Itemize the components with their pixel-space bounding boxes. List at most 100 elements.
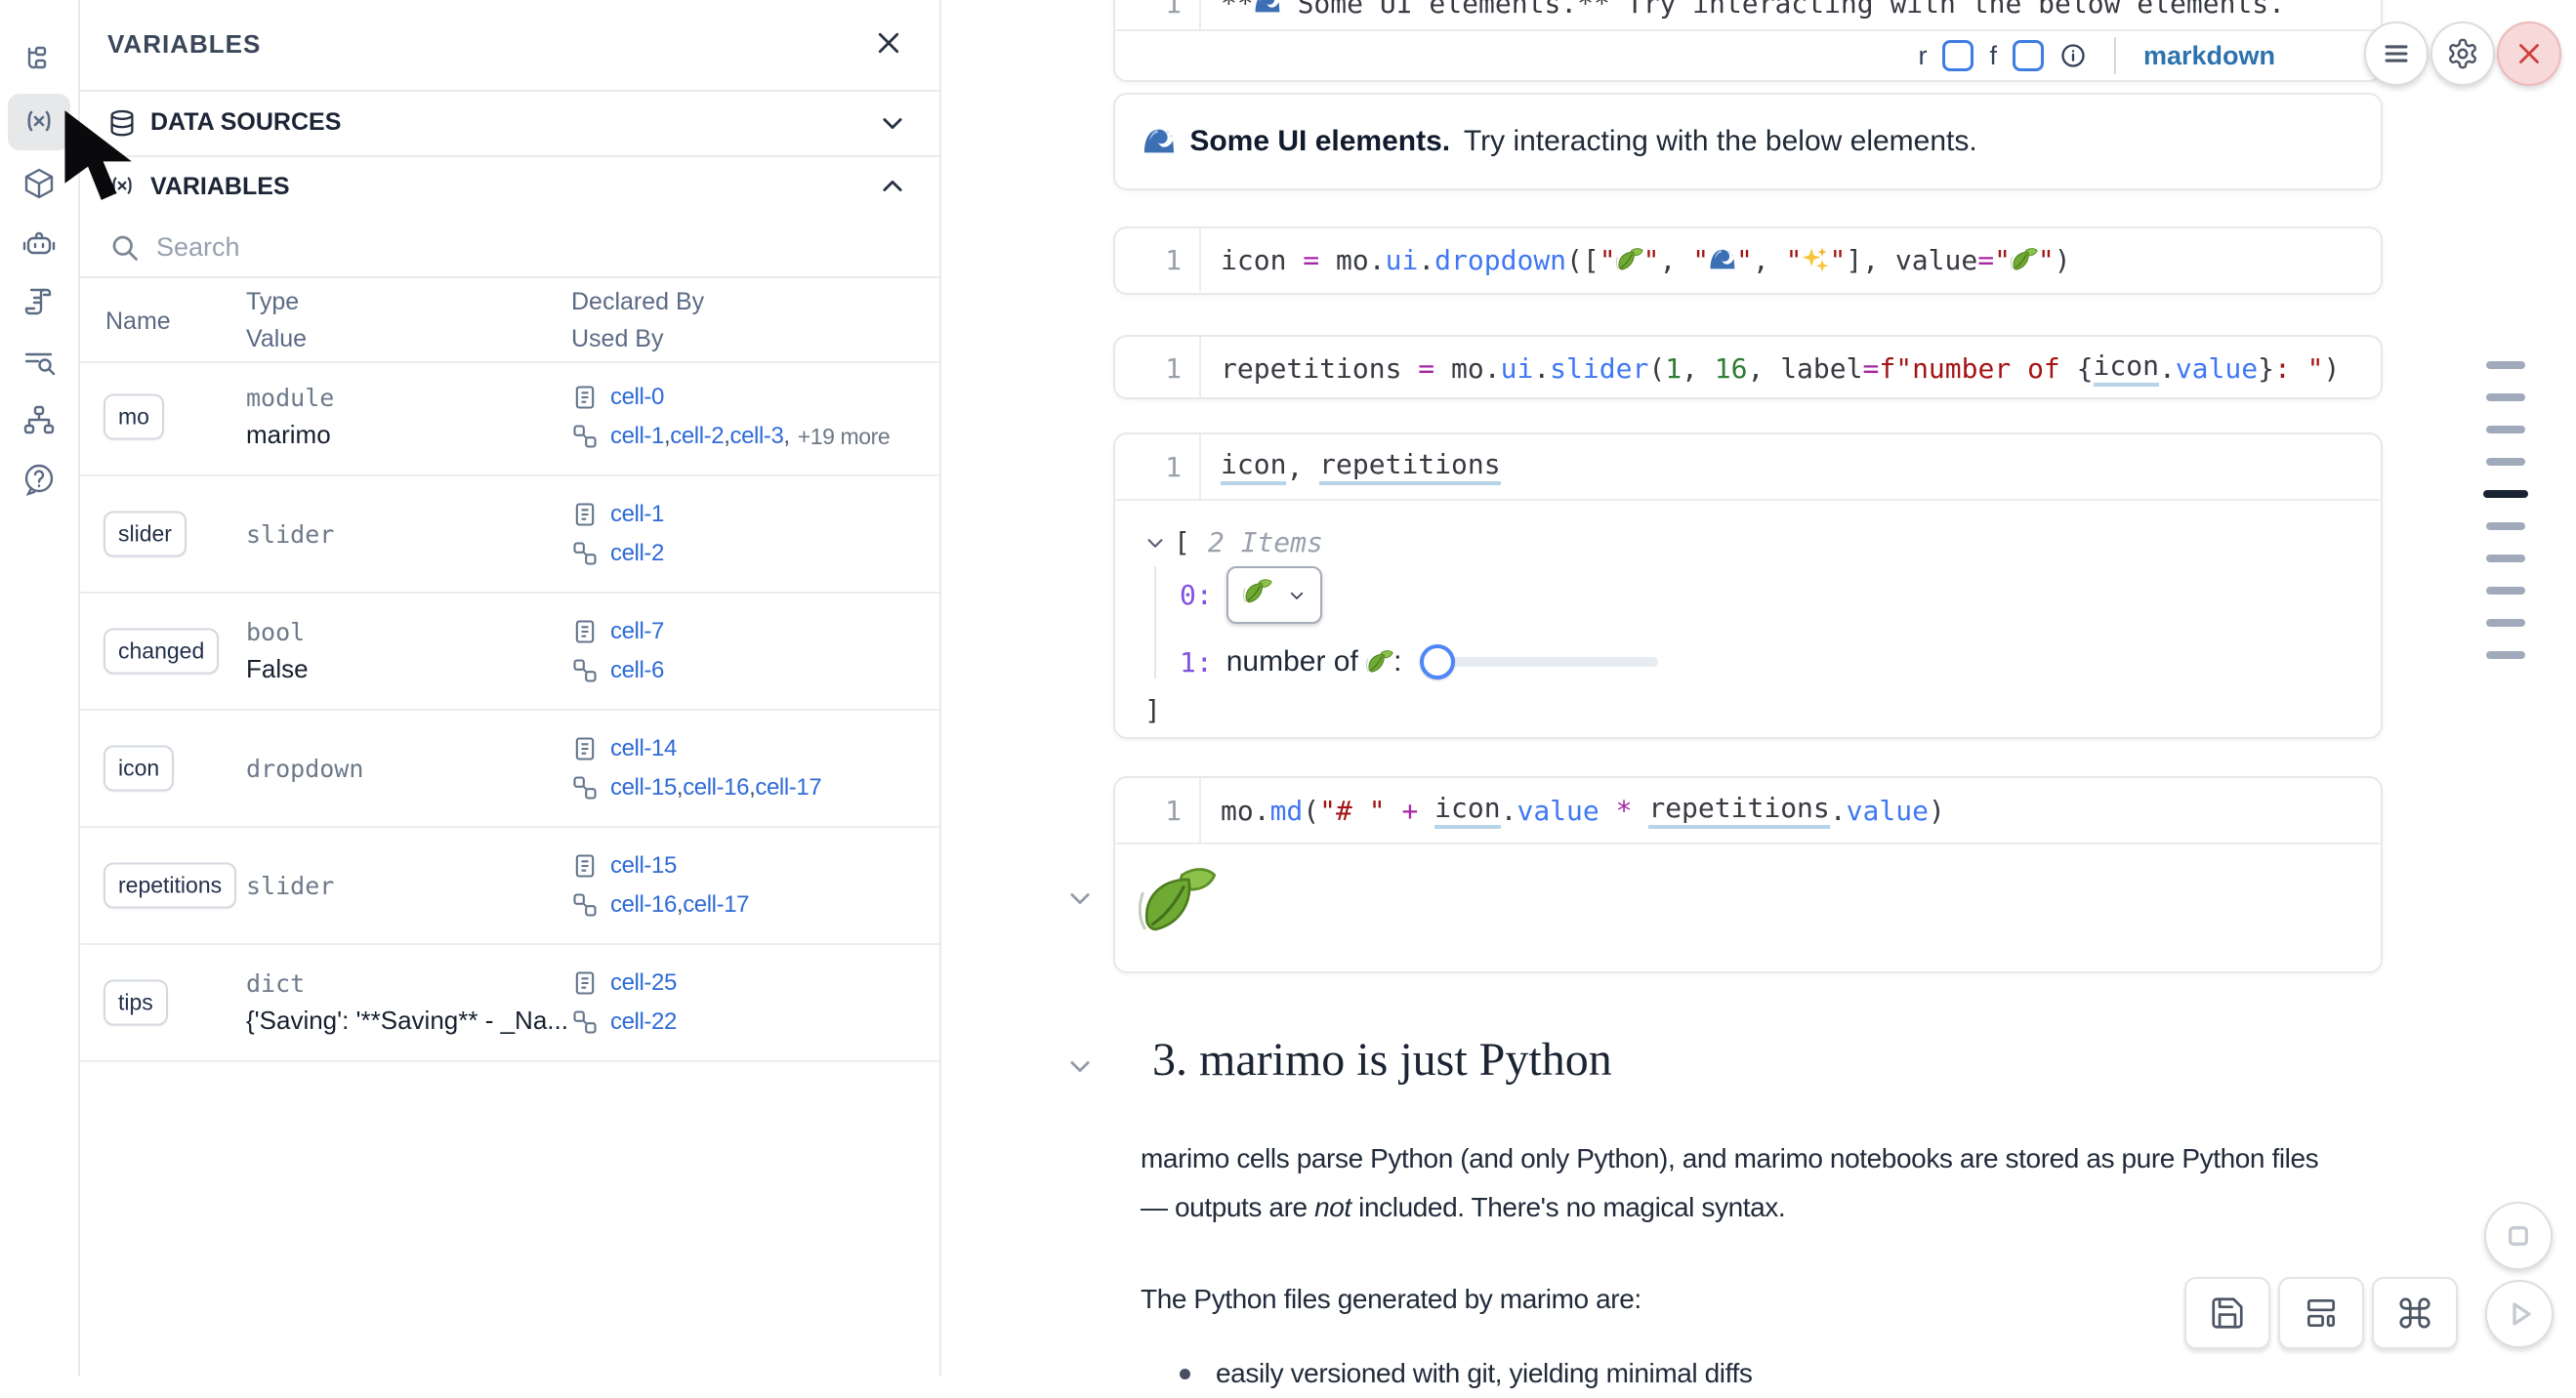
- command-palette-button[interactable]: [2372, 1277, 2458, 1349]
- section-variables[interactable]: VARIABLES: [80, 155, 939, 218]
- section-data-sources[interactable]: DATA SOURCES: [80, 90, 939, 157]
- minimap-dash[interactable]: [2486, 522, 2525, 530]
- md-bold-text: Some UI elements.: [1182, 125, 1451, 157]
- variable-type: dict: [246, 969, 306, 998]
- minimap-dash[interactable]: [2486, 426, 2525, 433]
- chevron-down-icon[interactable]: [879, 109, 906, 137]
- save-button[interactable]: [2184, 1277, 2270, 1349]
- declared-by-link[interactable]: cell-1: [610, 501, 664, 527]
- database-icon: [110, 109, 134, 136]
- dropdown-select[interactable]: [1226, 566, 1322, 624]
- more-cells-label[interactable]: +19 more: [797, 423, 891, 449]
- used-by-link[interactable]: cell-2: [610, 540, 664, 566]
- cell-collapse-chevron-icon[interactable]: [1066, 884, 1094, 912]
- code-line[interactable]: repetitions = mo.ui.slider(1, 16, label=…: [1201, 337, 2340, 399]
- code-cell-md-output[interactable]: 1 mo.md("# " + icon.value * repetitions.…: [1113, 776, 2383, 973]
- logs-search-icon[interactable]: [8, 334, 70, 391]
- ai-assistant-icon[interactable]: [8, 217, 70, 273]
- shutdown-button[interactable]: [2497, 21, 2561, 86]
- minimap-dash[interactable]: [2486, 555, 2525, 562]
- declared-by-link[interactable]: cell-15: [610, 852, 677, 879]
- code-line[interactable]: icon, repetitions: [1201, 434, 1501, 499]
- packages-icon[interactable]: [8, 156, 70, 213]
- sparkles-emoji-icon: [1802, 246, 1829, 273]
- used-by-link[interactable]: cell-1: [610, 423, 664, 449]
- chevron-up-icon[interactable]: [879, 173, 906, 200]
- close-panel-icon[interactable]: [871, 25, 906, 61]
- used-by-link[interactable]: cell-17: [755, 774, 822, 801]
- slider-thumb[interactable]: [1419, 644, 1455, 679]
- used-by-link[interactable]: cell-22: [610, 1008, 677, 1035]
- scratchpad-icon[interactable]: [8, 275, 70, 332]
- save-icon: [2212, 1297, 2243, 1329]
- command-icon: [2399, 1297, 2431, 1329]
- used-by-link[interactable]: cell-17: [683, 891, 750, 918]
- markdown-cell-editor[interactable]: 1 ** Some UI elements.** Try interacting…: [1113, 0, 2383, 82]
- leaf-emoji-icon: [2011, 246, 2038, 273]
- code-line[interactable]: ** Some UI elements.** Try interacting w…: [1201, 0, 2285, 29]
- used-by-link[interactable]: cell-6: [610, 657, 664, 683]
- reactive-checkbox[interactable]: [1942, 40, 1974, 71]
- minimap-dash[interactable]: [2486, 651, 2525, 659]
- code-cell-tuple[interactable]: 1 icon, repetitions [ 2 Items 0: 1: numb…: [1113, 432, 2383, 739]
- layout-toggle-button[interactable]: [2278, 1277, 2364, 1349]
- minimap-dash[interactable]: [2486, 619, 2525, 627]
- used-by-link[interactable]: cell-15: [610, 774, 677, 801]
- variable-type: module: [246, 384, 335, 412]
- bullet-dot: [1180, 1368, 1190, 1379]
- layout-icon: [2306, 1298, 2336, 1328]
- used-by-link[interactable]: cell-2: [670, 423, 725, 449]
- item-index: 1:: [1180, 645, 1213, 678]
- notebook-menu-button[interactable]: [2364, 21, 2429, 86]
- icon-rail: [0, 0, 80, 1377]
- section-collapse-chevron-icon[interactable]: [1066, 1052, 1094, 1080]
- italic-text: not: [1314, 1192, 1351, 1222]
- dependency-graph-icon[interactable]: [8, 392, 70, 449]
- used-by-link[interactable]: cell-16: [683, 774, 750, 801]
- code-cell-slider[interactable]: 1 repetitions = mo.ui.slider(1, 16, labe…: [1113, 335, 2383, 399]
- used-by-link[interactable]: cell-16: [610, 891, 677, 918]
- declared-by-link[interactable]: cell-14: [610, 735, 677, 761]
- minimap-dash-active[interactable]: [2483, 490, 2528, 498]
- used-by-link[interactable]: cell-3: [729, 423, 784, 449]
- play-icon: [2513, 1302, 2531, 1326]
- collapse-chevron-icon[interactable]: [1144, 532, 1166, 554]
- minimap-dash[interactable]: [2486, 361, 2525, 369]
- declared-by-link[interactable]: cell-0: [610, 384, 664, 410]
- code-cell-dropdown[interactable]: 1 icon = mo.ui.dropdown(["", "", ""], va…: [1113, 226, 2383, 295]
- leaf-emoji-icon: [1366, 645, 1393, 678]
- declared-by-link[interactable]: cell-7: [610, 618, 664, 644]
- minimap-dash[interactable]: [2486, 458, 2525, 466]
- code-line[interactable]: icon = mo.ui.dropdown(["", "", ""], valu…: [1221, 243, 2071, 276]
- leaf-emoji-icon: [1243, 577, 1272, 613]
- settings-button[interactable]: [2431, 21, 2495, 86]
- help-icon[interactable]: [8, 451, 70, 508]
- search-input[interactable]: [154, 230, 744, 264]
- link-icon: [571, 423, 599, 450]
- slider-track[interactable]: [1419, 644, 1658, 679]
- file-explorer-icon[interactable]: [8, 35, 70, 92]
- info-icon[interactable]: [2059, 42, 2087, 69]
- link-icon: [571, 891, 599, 919]
- column-header-value: Value: [246, 325, 308, 352]
- variables-panel-icon[interactable]: [8, 94, 70, 150]
- format-checkbox[interactable]: [2012, 40, 2044, 71]
- stop-button[interactable]: [2484, 1202, 2553, 1270]
- minimap-dash[interactable]: [2486, 587, 2525, 595]
- code-line[interactable]: mo.md("# " + icon.value * repetitions.va…: [1201, 778, 1945, 843]
- leaf-emoji-icon: [1243, 577, 1272, 606]
- cell-minimap[interactable]: [2483, 361, 2528, 683]
- cell-language-label[interactable]: markdown: [2142, 40, 2275, 70]
- minimap-dash[interactable]: [2486, 393, 2525, 401]
- document-icon: [571, 735, 599, 762]
- markdown-output-cell[interactable]: Some UI elements. Try interacting with t…: [1113, 93, 2383, 190]
- run-all-button[interactable]: [2485, 1280, 2554, 1348]
- declared-by-link[interactable]: cell-25: [610, 969, 677, 996]
